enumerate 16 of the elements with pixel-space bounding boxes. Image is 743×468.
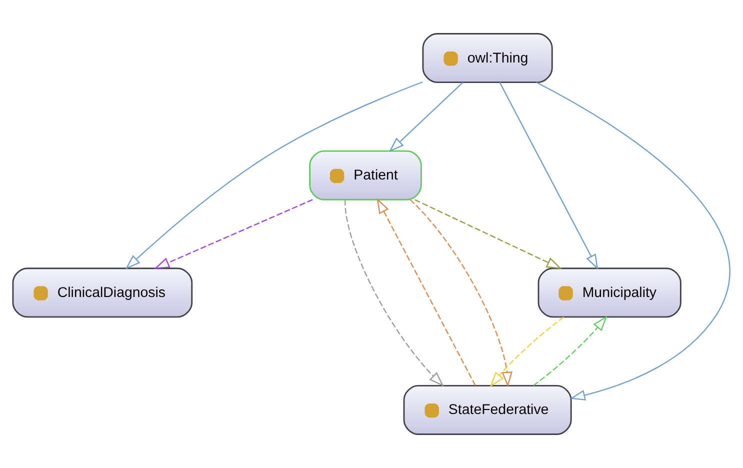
arrow: [414, 199, 562, 269]
arrow: [154, 199, 313, 269]
node-box: Municipality: [538, 268, 682, 318]
arrow: [410, 199, 512, 388]
node-box: Patient: [309, 150, 422, 200]
arrow: [490, 316, 564, 387]
node-box: StateFederative: [403, 384, 572, 435]
arrow: [125, 81, 423, 270]
arrow: [536, 82, 730, 400]
arrow: [499, 82, 598, 270]
arrow: [388, 82, 464, 152]
arrow: [376, 198, 476, 386]
arrow: [533, 316, 608, 386]
arrow: [344, 200, 444, 387]
node-box: owl:Thing: [422, 33, 553, 84]
node-box: ClinicalDiagnosis: [12, 268, 193, 318]
